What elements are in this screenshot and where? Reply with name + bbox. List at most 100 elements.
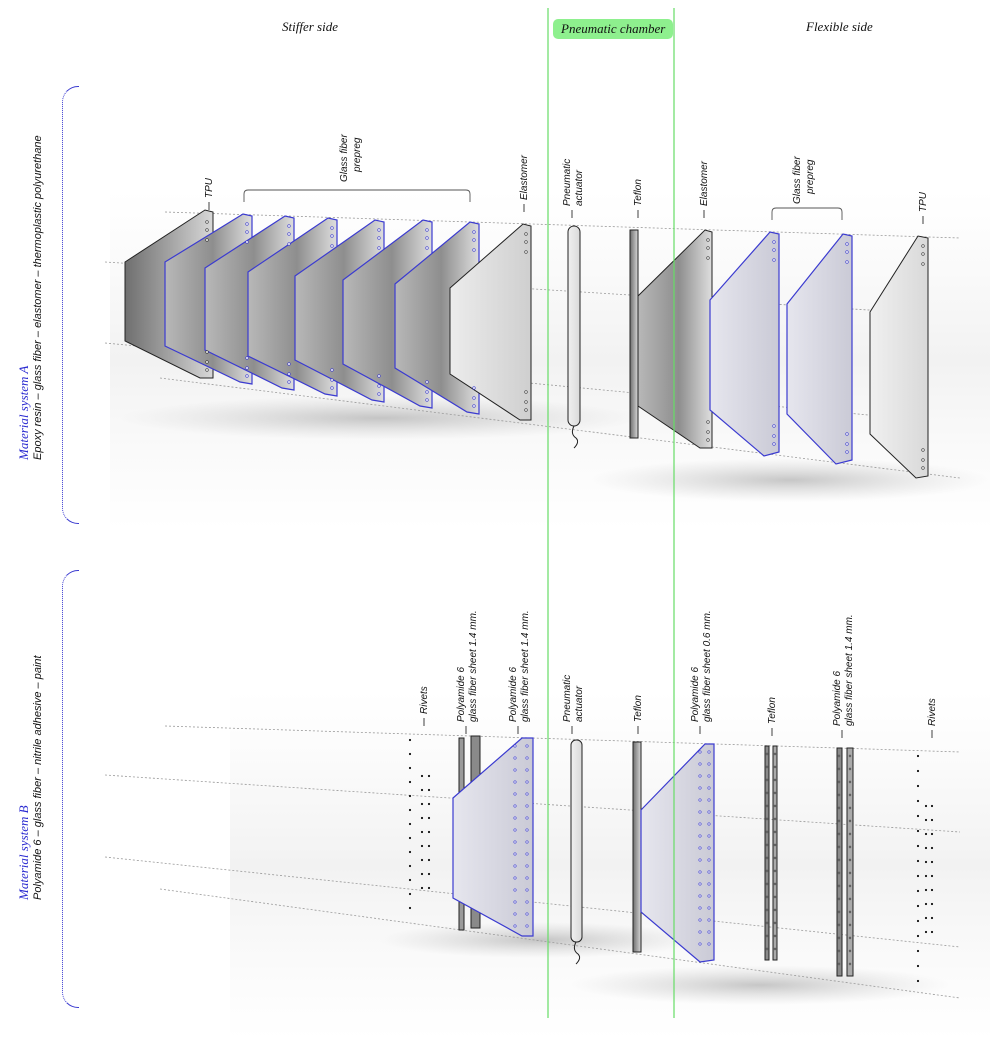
fastener-hole [524, 232, 528, 236]
fastener-hole [698, 858, 702, 862]
fastener-hole [707, 834, 711, 838]
svg-text:Teflon: Teflon [767, 697, 778, 724]
fastener-hole [765, 869, 769, 873]
fastener-hole [765, 830, 769, 834]
svg-text:actuator: actuator [574, 169, 585, 206]
fastener-hole [765, 765, 769, 769]
teflon-strip-right [764, 745, 770, 961]
fastener-hole [773, 882, 777, 886]
fastener-hole [472, 386, 476, 390]
actuator-tube-b [573, 941, 581, 965]
fastener-hole [513, 864, 517, 868]
svg-text:Pneumatic: Pneumatic [562, 159, 573, 206]
fastener-hole [773, 830, 777, 834]
fastener-hole [772, 248, 776, 252]
fastener-hole [525, 780, 529, 784]
svg-text:Polyamide 6: Polyamide 6 [690, 667, 701, 722]
fastener-hole [698, 846, 702, 850]
fastener-hole [698, 810, 702, 814]
rivet-dot [427, 788, 431, 792]
fastener-hole [472, 396, 476, 400]
fastener-hole [525, 924, 529, 928]
rivet-dot [916, 874, 920, 878]
shadow-b-left [380, 922, 700, 958]
svg-text:TPU: TPU [204, 177, 215, 198]
fastener-hole [698, 798, 702, 802]
fastener-hole [707, 810, 711, 814]
fastener-hole [287, 242, 291, 246]
fastener-hole [773, 752, 777, 756]
rivet-dot [916, 844, 920, 848]
fastener-hole [707, 894, 711, 898]
fastener-hole [245, 222, 249, 226]
fastener-hole [425, 398, 429, 402]
svg-text:Elastomer: Elastomer [699, 160, 710, 206]
fastener-hole [205, 368, 209, 372]
rivet-dot [924, 874, 928, 878]
fastener-hole [848, 897, 852, 901]
rivet-dot [420, 788, 424, 792]
fastener-hole [707, 846, 711, 850]
fastener-hole [245, 374, 249, 378]
fastener-hole [525, 744, 529, 748]
fastener-hole [425, 246, 429, 250]
fastener-hole [287, 380, 291, 384]
fastener-hole [845, 442, 849, 446]
rivet-dot [916, 784, 920, 788]
fastener-hole [377, 392, 381, 396]
fastener-hole [707, 750, 711, 754]
fastener-hole [845, 432, 849, 436]
fastener-hole [513, 804, 517, 808]
label-tpu-right: TPU [918, 191, 929, 224]
rivet-dot [408, 906, 412, 910]
fastener-hole [472, 230, 476, 234]
fastener-hole [698, 822, 702, 826]
label-pneumatic-actuator-a: Pneumatic actuator [562, 159, 585, 218]
shadow-b-right [570, 965, 950, 1005]
fastener-hole [765, 882, 769, 886]
rivet-dot [408, 794, 412, 798]
fastener-hole [706, 238, 710, 242]
fastener-hole [513, 876, 517, 880]
teflon-strip-right [772, 745, 778, 961]
fastener-hole [837, 819, 841, 823]
fastener-hole [525, 852, 529, 856]
pa6-14-strip-c [836, 747, 843, 977]
fastener-holes [205, 220, 925, 966]
rivet-dot [420, 844, 424, 848]
fastener-hole [707, 774, 711, 778]
fastener-hole [706, 420, 710, 424]
system-b-panels [452, 735, 854, 977]
svg-text:actuator: actuator [574, 685, 585, 722]
rivet-dot [916, 889, 920, 893]
fastener-hole [707, 798, 711, 802]
fastener-hole [765, 791, 769, 795]
fastener-hole [837, 962, 841, 966]
fastener-hole [772, 434, 776, 438]
fastener-hole [472, 404, 476, 408]
rivet-dot [930, 888, 934, 892]
svg-text:glass fiber sheet 1.4 mm.: glass fiber sheet 1.4 mm. [844, 614, 855, 726]
rivet-dot [930, 860, 934, 864]
rivet-dot [427, 774, 431, 778]
rivet-dot [427, 816, 431, 820]
fastener-hole [698, 918, 702, 922]
fastener-hole [772, 442, 776, 446]
guide-line [159, 888, 961, 999]
rivet-dot [916, 904, 920, 908]
rivet-dot [408, 836, 412, 840]
rivet-dot [420, 872, 424, 876]
fastener-hole [921, 252, 925, 256]
svg-text:Pneumatic: Pneumatic [562, 675, 573, 722]
rivet-dot [924, 860, 928, 864]
fastener-hole [765, 947, 769, 951]
label-pa6-14-c: Polyamide 6 glass fiber sheet 1.4 mm. [832, 614, 855, 738]
fastener-hole [706, 256, 710, 260]
label-glass-fiber-prepreg-right: Glass fiber prepreg [792, 156, 816, 204]
fastener-hole [765, 908, 769, 912]
fastener-hole [707, 762, 711, 766]
fastener-hole [707, 822, 711, 826]
fastener-hole [525, 864, 529, 868]
rivet-dot [916, 859, 920, 863]
fastener-hole [698, 774, 702, 778]
